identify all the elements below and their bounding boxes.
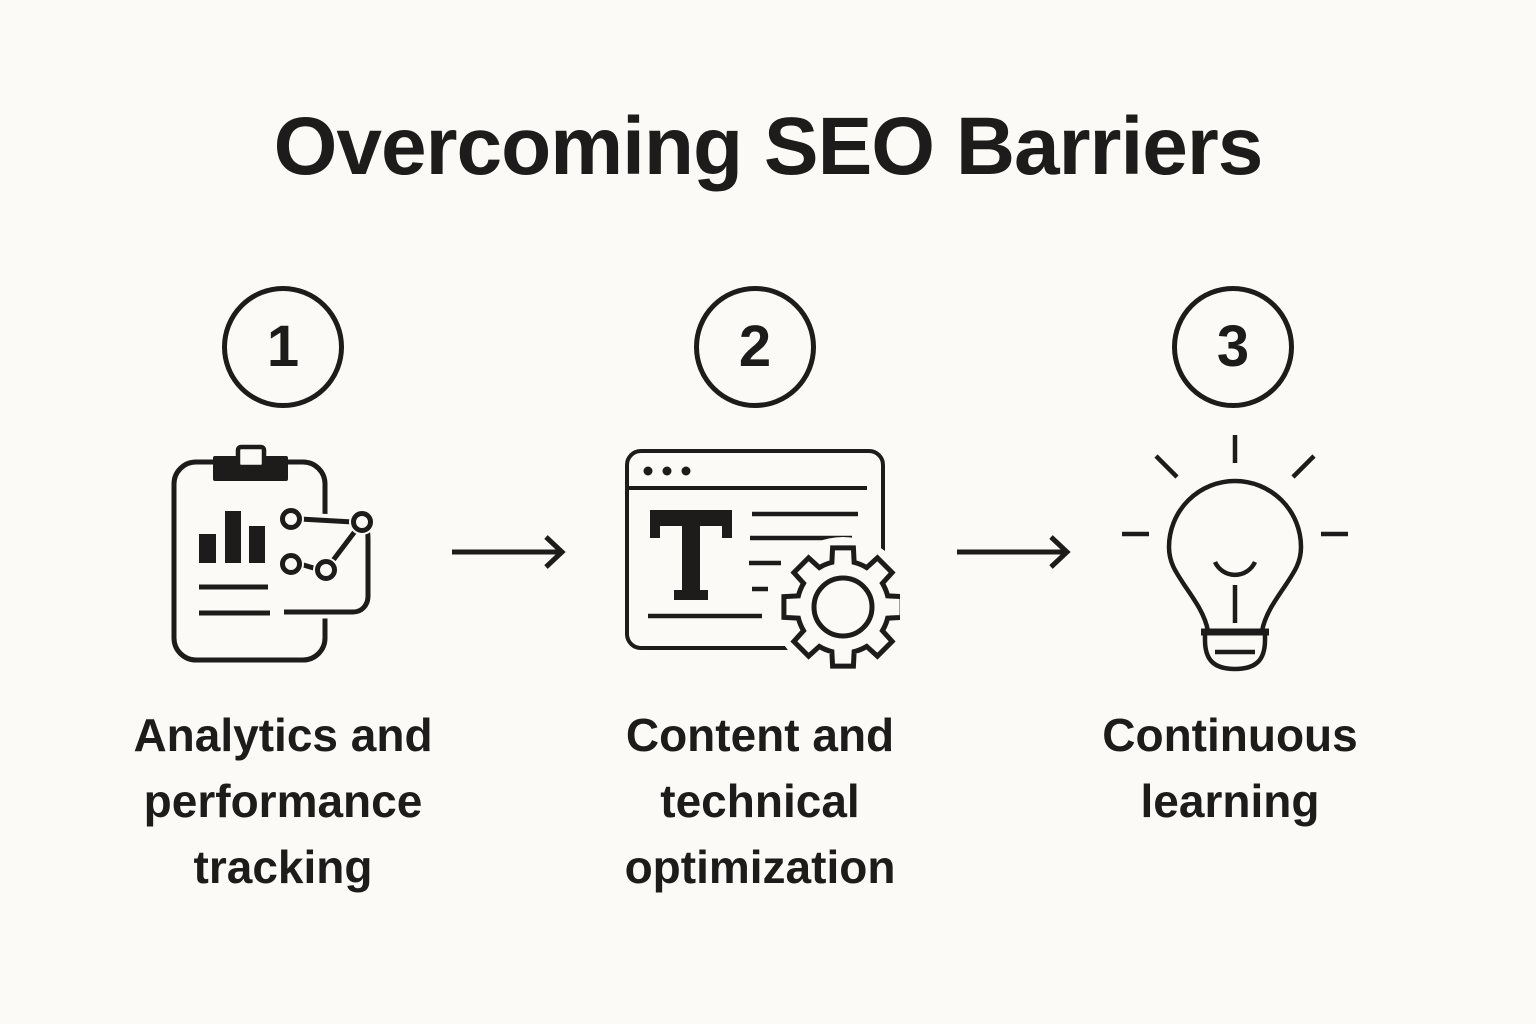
- step-3-label: Continuous learning: [1102, 709, 1358, 828]
- step-number: 1: [266, 314, 300, 379]
- step-3-number-badge: 3: [1172, 286, 1294, 408]
- arrow-right-icon: [452, 535, 566, 569]
- step-number: 2: [738, 314, 772, 379]
- step-2-label: Content and technical optimization: [624, 709, 896, 894]
- step-2-number-badge: 2: [694, 286, 816, 408]
- browser-content-gear-icon: [625, 449, 900, 670]
- arrow-right-icon: [957, 535, 1071, 569]
- step-1-number-badge: 1: [222, 286, 344, 408]
- step-number: 3: [1216, 314, 1250, 379]
- page-title: Overcoming SEO Barriers: [273, 101, 1264, 192]
- lightbulb-icon: [1122, 435, 1348, 672]
- step-1-label: Analytics and performance tracking: [133, 709, 433, 894]
- clipboard-analytics-icon: [171, 444, 375, 663]
